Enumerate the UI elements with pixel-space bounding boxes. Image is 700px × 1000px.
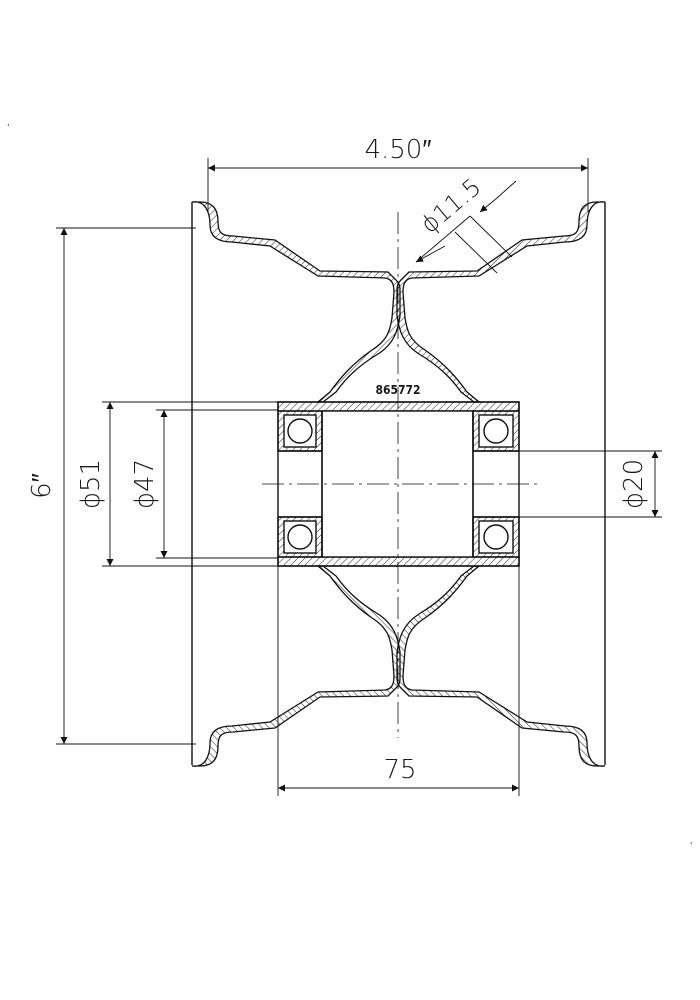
dim-hole-diameter-label: ϕ11.5 [415,173,486,239]
dim-inner-diameter-label: ϕ47 [130,459,160,509]
part-number: 865772 [375,383,420,397]
dim-bore-diameter [519,450,662,518]
corner-mark-bottom-right: ʻ [690,841,693,850]
dim-hub-length-label: 75 [383,755,416,785]
dim-rim-width-label: 4.50″ [364,135,431,165]
dim-outer-diameter-label: ϕ51 [76,459,106,509]
rim-flanges [191,202,606,765]
dim-rim-diameter [56,227,196,745]
dim-rim-diameter-label: 6″ [27,473,57,499]
dim-hub-length [277,566,520,796]
dim-hole-diameter [415,180,517,274]
corner-mark-top-left: ʼ [7,123,10,132]
center-lines [262,212,540,738]
dim-bore-diameter-label: ϕ20 [619,459,649,509]
disc-profile-upper [191,201,606,403]
dim-inner-diameter [156,409,278,559]
dim-rim-width [207,158,589,212]
dim-outer-diameter [102,401,278,567]
disc-profile-lower [191,565,606,767]
